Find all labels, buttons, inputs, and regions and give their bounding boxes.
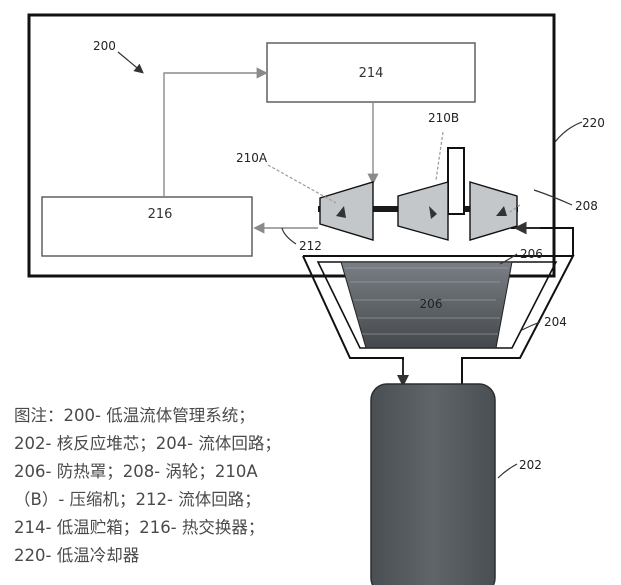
leader-202 — [497, 463, 518, 479]
figure-legend: 图注：200- 低温流体管理系统； 202- 核反应堆芯；204- 流体回路； … — [14, 402, 334, 570]
leader-200 — [117, 51, 144, 74]
flow-arrow-to-storage — [163, 67, 268, 197]
leader-212 — [281, 227, 297, 245]
leader-210a — [267, 164, 337, 204]
compressor-210b — [397, 181, 449, 241]
cryogenic-storage-box — [266, 42, 476, 103]
compressor-210b-label: 210B — [428, 111, 459, 125]
legend-line: 206- 防热罩；208- 涡轮；210A — [14, 462, 258, 481]
legend-line: 202- 核反应堆芯；204- 流体回路； — [14, 434, 281, 453]
cryocooler-label: 220 — [582, 116, 605, 130]
heat-exchanger-box — [41, 196, 253, 257]
turbine-arrow-icon — [496, 206, 507, 216]
reactor-label: 202 — [519, 458, 542, 472]
heat-shield-label: 206 — [420, 297, 443, 311]
turbine-label: 208 — [575, 199, 598, 213]
storage-label: 214 — [359, 66, 384, 81]
shaft-riser — [447, 147, 465, 215]
leader-208-b — [509, 204, 521, 213]
fluid-loop-212-label: 212 — [299, 239, 322, 253]
leader-206 — [499, 253, 518, 265]
cryocooler-frame — [27, 13, 556, 278]
turbine-208 — [469, 181, 518, 241]
legend-line: （B）- 压缩机；212- 流体回路； — [14, 490, 261, 509]
fluid-loop-204-label: 204 — [544, 315, 567, 329]
leader-208 — [533, 189, 573, 206]
heat-shield-texture — [345, 267, 508, 335]
heat-shield-top-label: 206 — [520, 247, 543, 261]
leader-220 — [554, 121, 583, 143]
legend-line: 220- 低温冷却器 — [14, 546, 140, 565]
leader-210b — [435, 131, 444, 181]
compressor-210a — [319, 181, 374, 241]
heat-exchanger-label: 216 — [148, 207, 173, 222]
leader-204 — [521, 321, 541, 331]
compressor-210b-arrow-icon — [429, 206, 437, 219]
heat-shield — [340, 261, 513, 349]
legend-line: 图注：200- 低温流体管理系统； — [14, 406, 255, 425]
system-label: 200 — [93, 39, 116, 53]
compressor-210a-label: 210A — [236, 151, 268, 165]
reactor-core — [370, 383, 496, 585]
compressor-210a-arrow-icon — [336, 206, 346, 218]
legend-line: 214- 低温贮箱；216- 热交换器； — [14, 518, 265, 537]
